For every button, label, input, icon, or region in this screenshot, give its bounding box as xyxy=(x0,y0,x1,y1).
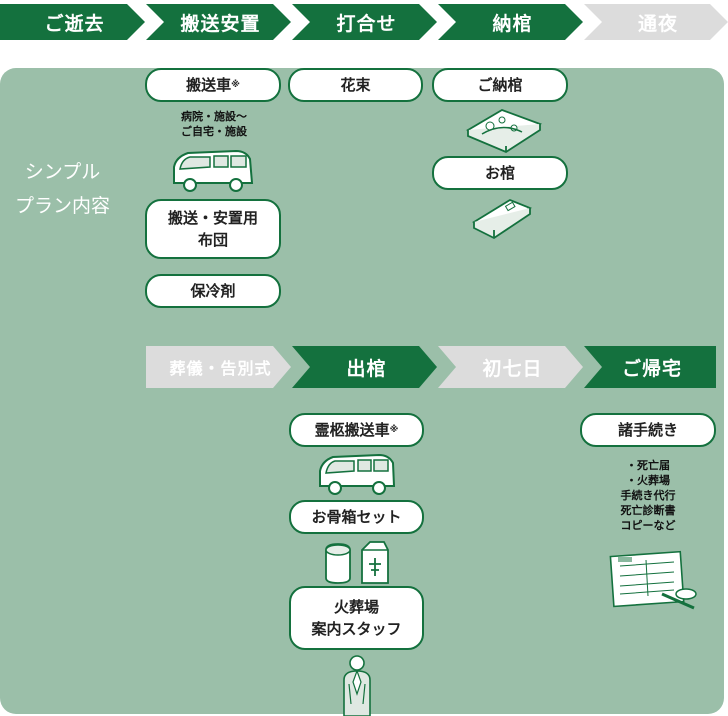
plan-content-label: シンプル プラン内容 xyxy=(14,161,110,217)
note-mark: ※ xyxy=(231,80,240,90)
procedures-pill: 諸手続き xyxy=(580,413,716,447)
encoffin-pill: ご納棺 xyxy=(432,68,568,102)
urn-set-pill: お骨箱セット xyxy=(289,500,424,534)
step-encoffin: 納棺 xyxy=(438,4,583,40)
coolant-pill: 保冷剤 xyxy=(145,274,281,308)
hearse-van-icon xyxy=(319,453,396,495)
step-return-home: ご帰宅 xyxy=(584,346,716,388)
van-icon xyxy=(173,149,254,192)
note-mark-2: ※ xyxy=(389,425,399,435)
staff-icon xyxy=(343,655,371,716)
hearse-pill: 霊柩搬送車※ xyxy=(289,413,424,447)
transport-note: 病院・施設～ ご自宅・施設 xyxy=(181,110,247,138)
hearse-label: 霊柩搬送車 xyxy=(314,421,390,439)
futon-pill: 搬送・安置用 布団 xyxy=(145,199,281,259)
step-funeral: 葬儀・告別式 xyxy=(146,346,291,388)
step-passing: ご逝去 xyxy=(0,4,145,40)
step-seventh-day: 初七日 xyxy=(438,346,583,388)
transport-car-label: 搬送車 xyxy=(186,76,232,94)
urn-icon xyxy=(325,541,389,584)
step-transport: 搬送安置 xyxy=(146,4,291,40)
coffin-pill: お棺 xyxy=(432,156,568,190)
step-departure: 出棺 xyxy=(292,346,437,388)
transport-car-pill: 搬送車※ xyxy=(145,68,281,102)
step-wake: 通夜 xyxy=(584,4,728,40)
document-icon xyxy=(609,550,697,610)
bouquet-pill: 花束 xyxy=(288,68,423,102)
coffin-icon xyxy=(472,198,532,240)
encoffin-icon xyxy=(465,109,543,154)
procedures-note: ・死亡届 ・火葬場 手続き代行 死亡診断書 コピーなど xyxy=(620,459,676,532)
staff-pill: 火葬場 案内スタッフ xyxy=(289,586,424,650)
step-meeting: 打合せ xyxy=(292,4,437,40)
